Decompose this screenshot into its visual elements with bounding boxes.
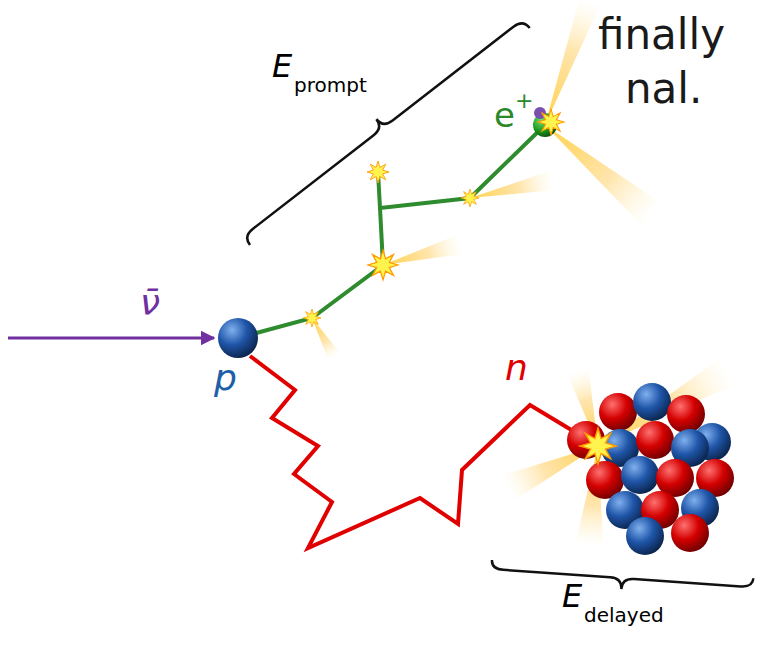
particle-label: ν̄ (140, 285, 160, 321)
energy-symbol: E (562, 580, 582, 612)
interaction-flash (303, 109, 616, 464)
energy-symbol: E (272, 50, 292, 82)
energy-subscript: prompt (294, 75, 367, 95)
positron-track (238, 125, 545, 338)
slide-text: nal. (625, 68, 702, 110)
particle-label: p (214, 360, 237, 396)
interaction-flash (580, 428, 616, 464)
interaction-flash (461, 189, 479, 207)
nucleus (633, 383, 671, 421)
interaction-flash (538, 109, 564, 135)
interaction-flash (368, 250, 398, 280)
nucleus (599, 393, 637, 431)
neutron-path (250, 356, 588, 548)
nucleus (626, 517, 664, 555)
prompt-brace (237, 11, 530, 245)
nucleus (621, 456, 659, 494)
antineutrino-arrow (8, 337, 214, 340)
particle-label: e (494, 98, 515, 132)
proton (218, 318, 258, 358)
charge-superscript: + (515, 90, 533, 112)
nucleus (667, 395, 705, 433)
positron-track (238, 125, 545, 338)
interaction-flash (303, 309, 321, 327)
nucleus (636, 421, 674, 459)
slide-text: finally (598, 14, 725, 56)
nucleus (671, 514, 709, 552)
interaction-flash (367, 161, 389, 183)
energy-subscript: delayed (584, 605, 664, 625)
delayed-brace (491, 560, 754, 598)
light-beam (535, 0, 601, 129)
particle-label: n (505, 350, 528, 386)
nucleus (567, 383, 734, 555)
